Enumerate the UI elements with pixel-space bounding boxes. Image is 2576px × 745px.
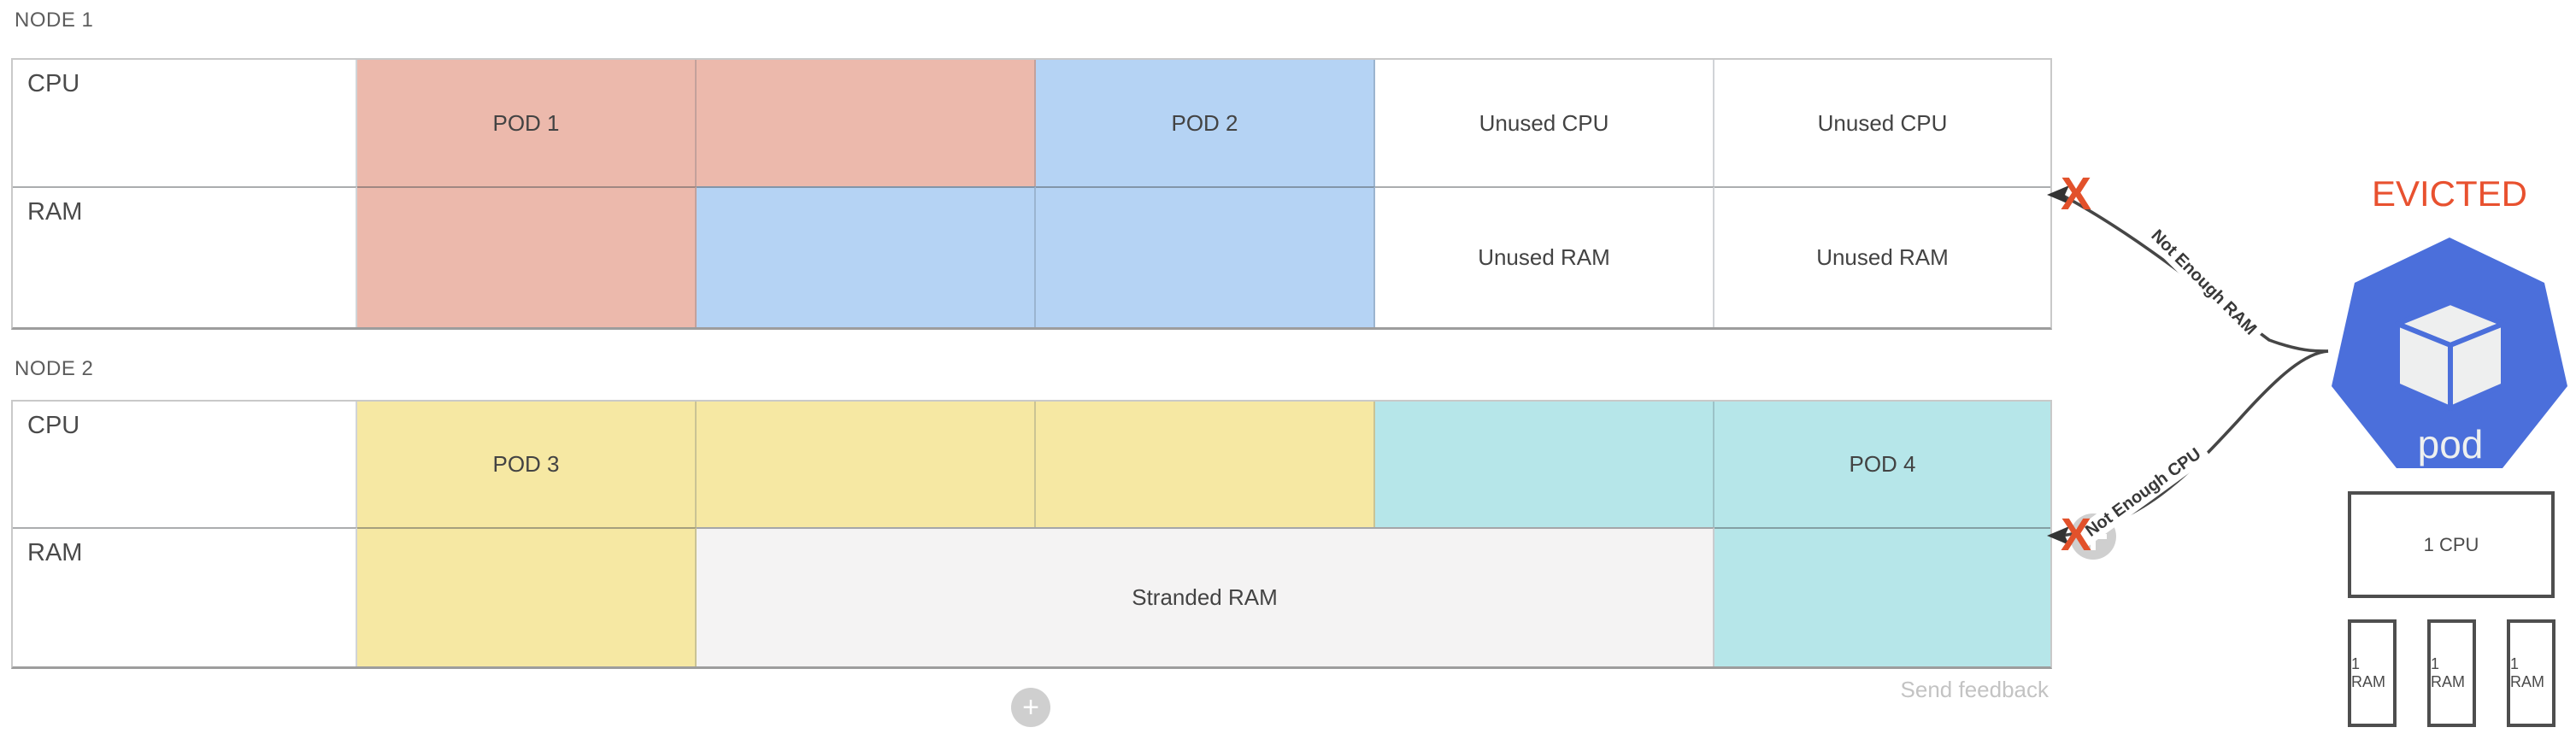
- pod2-cpu-cell[interactable]: POD 2: [1036, 60, 1375, 186]
- node1-cpu-row-label: CPU: [13, 60, 357, 186]
- pod3-cpu-cell[interactable]: [697, 402, 1036, 527]
- node1-ram-row-label: RAM: [13, 186, 357, 327]
- kubernetes-pod-icon[interactable]: pod: [2332, 238, 2567, 468]
- node1-unused-ram-cell: Unused RAM: [1375, 186, 1714, 327]
- pod4-cpu-cell[interactable]: POD 4: [1714, 402, 2050, 527]
- not-enough-ram-label: Not Enough RAM: [2141, 220, 2266, 345]
- pod-heptagon[interactable]: [2332, 238, 2567, 468]
- node2-label: NODE 2: [15, 357, 94, 380]
- send-feedback-link[interactable]: Send feedback: [1900, 677, 2049, 702]
- pod-icon-label: pod: [2418, 422, 2484, 466]
- rejected-x-mark-node1: X: [2060, 167, 2092, 220]
- pod4-cpu-cell[interactable]: [1375, 402, 1714, 527]
- pod1-cpu-cell[interactable]: [697, 60, 1036, 186]
- pod2-ram-cell[interactable]: [1036, 186, 1375, 327]
- ram-request-box[interactable]: 1 RAM: [2507, 619, 2555, 727]
- ram-request-box[interactable]: 1 RAM: [2348, 619, 2397, 727]
- pod3-cpu-cell[interactable]: [1036, 402, 1375, 527]
- cpu-request-box[interactable]: 1 CPU: [2348, 491, 2555, 598]
- pod1-cpu-cell[interactable]: POD 1: [357, 60, 697, 186]
- ram-request-box[interactable]: 1 RAM: [2427, 619, 2476, 727]
- pod4-ram-cell[interactable]: [1714, 527, 2050, 666]
- node2-cpu-row-label: CPU: [13, 402, 357, 527]
- pod3-ram-cell[interactable]: [357, 527, 697, 666]
- node1-unused-cpu-cell: Unused CPU: [1375, 60, 1714, 186]
- add-button[interactable]: +: [1011, 688, 1050, 727]
- node2-ram-row-label: RAM: [13, 527, 357, 666]
- node2-table: CPU POD 3 POD 4 RAM Stranded RAM: [11, 400, 2052, 669]
- rejected-x-mark-node2: X: [2060, 508, 2092, 560]
- pod2-ram-cell[interactable]: [697, 186, 1036, 327]
- cube-icon: [2395, 300, 2506, 411]
- pod3-cpu-cell[interactable]: POD 3: [357, 402, 697, 527]
- node1-unused-ram-cell: Unused RAM: [1714, 186, 2050, 327]
- node1-table: CPU POD 1 POD 2 Unused CPU Unused CPU RA…: [11, 58, 2052, 330]
- pod1-ram-cell[interactable]: [357, 186, 697, 327]
- not-enough-cpu-label: Not Enough CPU: [2076, 439, 2211, 547]
- node1-unused-cpu-cell: Unused CPU: [1714, 60, 2050, 186]
- node1-label: NODE 1: [15, 9, 94, 32]
- evicted-status-label: EVICTED: [2371, 173, 2528, 214]
- stranded-ram-cell: Stranded RAM: [697, 527, 1714, 666]
